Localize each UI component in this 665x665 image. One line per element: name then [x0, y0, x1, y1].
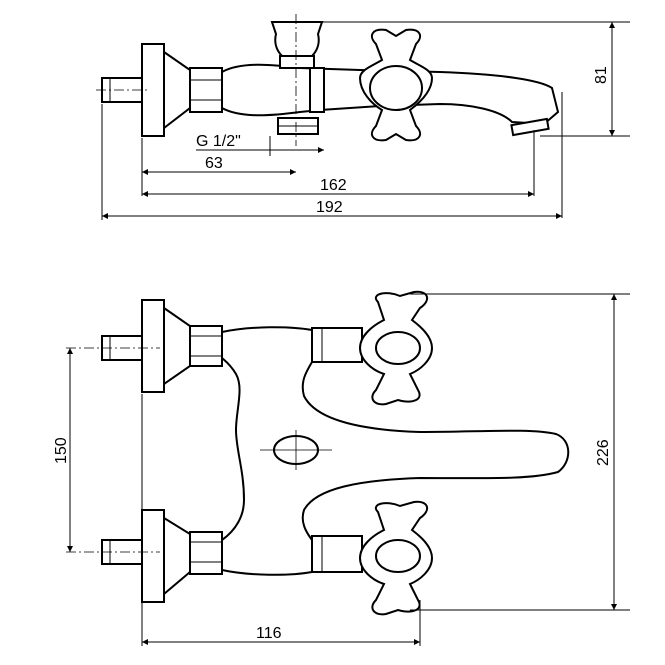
- top-lower-wall-flange: [141, 509, 165, 603]
- dimension-63: 63: [205, 155, 223, 172]
- side-view: G 1/2" 63 162 192 81: [96, 14, 630, 220]
- top-lower-handle-hub: [375, 539, 421, 573]
- top-upper-handle-collar: [311, 327, 363, 363]
- top-lower-flange-cone: [163, 516, 191, 597]
- side-body-collar: [309, 67, 325, 113]
- top-upper-hex-nut: [189, 325, 223, 367]
- dimension-150: 150: [53, 437, 70, 464]
- side-handle-hub: [369, 65, 423, 111]
- thread-size-label: G 1/2": [196, 133, 241, 150]
- side-hex-nut: [189, 67, 223, 113]
- top-lower-handle-collar: [311, 535, 363, 573]
- side-diverter-stem: [279, 55, 315, 69]
- dimension-116: 116: [256, 625, 282, 642]
- top-lower-hex-nut: [189, 531, 223, 575]
- side-spout-aerator: [510, 117, 550, 137]
- top-upper-wall-flange: [141, 299, 165, 393]
- dimension-192: 192: [316, 199, 343, 216]
- dimension-162: 162: [320, 177, 347, 194]
- dimension-81: 81: [593, 66, 610, 84]
- dimension-226: 226: [595, 439, 612, 466]
- top-body-and-spout: [221, 326, 570, 576]
- top-upper-flange-cone: [163, 306, 191, 386]
- top-view: 150 226 116: [53, 290, 630, 646]
- top-upper-handle-hub: [375, 331, 421, 365]
- side-flange-cone: [163, 50, 191, 131]
- side-diverter-knob: [270, 21, 324, 57]
